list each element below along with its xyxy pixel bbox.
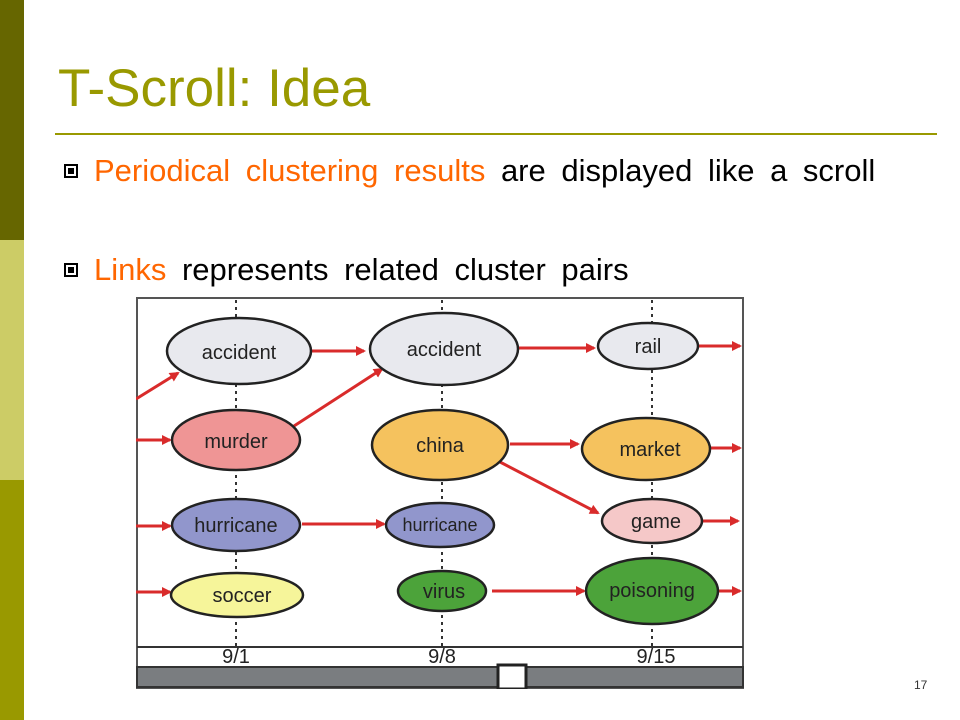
cluster-label: china xyxy=(416,435,465,457)
link-arrow xyxy=(293,367,384,428)
cluster-label: hurricane xyxy=(402,515,477,535)
link-arrow xyxy=(499,460,600,515)
bullet-rest: are displayed like a scroll xyxy=(485,153,876,188)
cluster-label: hurricane xyxy=(194,515,277,537)
t-scroll-diagram: accident murder hurricane soccer acciden… xyxy=(136,297,744,689)
links xyxy=(136,341,742,597)
cluster-label: game xyxy=(631,511,681,533)
cluster-label: accident xyxy=(202,342,277,364)
sidebar-band-top xyxy=(0,0,24,240)
cluster-node: market xyxy=(580,416,712,482)
cluster-node: hurricane xyxy=(384,501,496,549)
cluster-node: china xyxy=(370,408,510,482)
cluster-node: soccer xyxy=(169,571,305,619)
bullet-highlight: Links xyxy=(94,252,167,287)
cluster-node: poisoning xyxy=(584,556,720,626)
cluster-node: game xyxy=(600,497,704,545)
title-divider xyxy=(55,133,937,135)
slide-title: T-Scroll: Idea xyxy=(58,59,371,118)
cluster-node: rail xyxy=(596,321,700,371)
cluster-label: market xyxy=(619,439,681,461)
time-label: 9/15 xyxy=(637,646,676,668)
cluster-nodes: accident murder hurricane soccer acciden… xyxy=(165,311,720,626)
bullet-highlight: Periodical clustering results xyxy=(94,153,486,188)
bullet-text: Periodical clustering results are displa… xyxy=(94,149,914,192)
time-label: 9/8 xyxy=(428,646,456,668)
cluster-label: murder xyxy=(204,431,268,453)
link-arrow xyxy=(136,371,180,401)
cluster-node: murder xyxy=(170,408,302,472)
scrollbar-track[interactable] xyxy=(136,666,744,688)
time-label: 9/1 xyxy=(222,646,250,668)
cluster-label: poisoning xyxy=(609,580,695,602)
bullet-text: Links represents related cluster pairs xyxy=(94,248,914,291)
cluster-label: accident xyxy=(407,339,482,361)
sidebar-band-bottom xyxy=(0,480,24,720)
sidebar-decoration xyxy=(0,0,24,720)
page-number: 17 xyxy=(914,678,928,692)
bullet-item: Periodical clustering results are displa… xyxy=(64,149,924,239)
bullet-square-icon xyxy=(64,263,78,277)
cluster-node: accident xyxy=(165,316,313,386)
bullet-rest: represents related cluster pairs xyxy=(166,252,629,287)
cluster-label: virus xyxy=(423,581,465,603)
cluster-node: accident xyxy=(368,311,520,387)
cluster-label: rail xyxy=(635,336,662,358)
scrollbar-thumb[interactable] xyxy=(496,663,528,689)
cluster-label: soccer xyxy=(213,585,272,607)
sidebar-band-middle xyxy=(0,240,24,480)
bullet-square-icon xyxy=(64,164,78,178)
bullet-item: Links represents related cluster pairs xyxy=(64,248,924,293)
cluster-node: hurricane xyxy=(170,497,302,553)
time-labels: 9/1 9/8 9/15 xyxy=(222,646,675,668)
cluster-node: virus xyxy=(396,569,488,613)
